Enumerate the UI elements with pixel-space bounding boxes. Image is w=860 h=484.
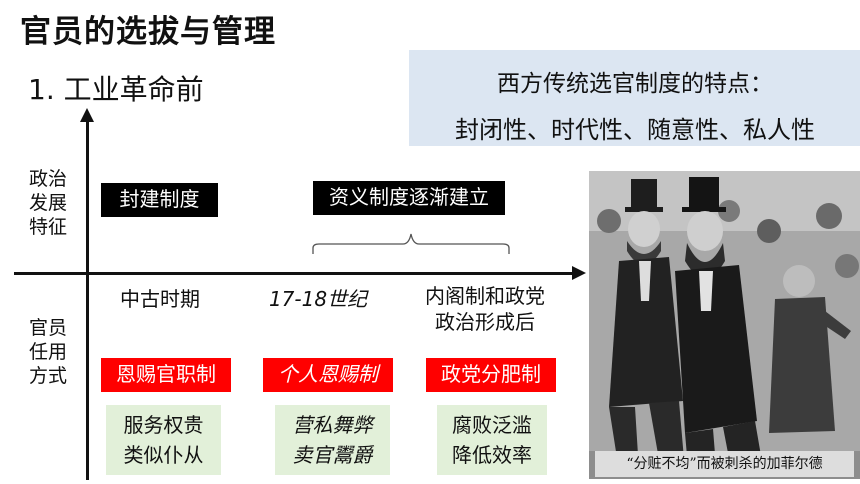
horizontal-axis-arrow-icon [572, 266, 586, 280]
feature-summary-traits: 封闭性、时代性、随意性、私人性 [455, 116, 815, 144]
feature-capitalist-box: 资义制度逐渐建立 [313, 181, 505, 215]
axis-label-political: 政治 发展 特征 [18, 167, 78, 239]
period-line: 内阁制和政党 [425, 284, 545, 308]
effect-line: 服务权贵 [123, 413, 204, 437]
effect-line: 腐败泛滥 [452, 413, 532, 437]
brace-icon [312, 233, 510, 254]
vertical-axis [86, 118, 89, 480]
effect-line: 营私舞弊 [292, 413, 373, 437]
effect-box-1: 服务权贵 类似仆从 [106, 405, 221, 475]
axis-label-line: 发展 [28, 192, 67, 214]
feature-feudal-box: 封建制度 [101, 183, 218, 217]
period-line: 政治形成后 [435, 310, 535, 334]
axis-label-line: 任用 [28, 341, 67, 363]
period-party-politics: 内阁制和政党 政治形成后 [410, 283, 560, 335]
method-patronage-box: 恩赐官职制 [101, 358, 231, 392]
method-personal-favor-box: 个人恩赐制 [263, 358, 393, 392]
garfield-assassination-illustration: “分赃不均”而被刺杀的加菲尔德 [589, 171, 860, 479]
section-subtitle: 1. 工业革命前 [28, 73, 204, 106]
period-17-18-century: 17-18世纪 [268, 287, 368, 311]
illustration-caption: “分赃不均”而被刺杀的加菲尔德 [626, 456, 823, 472]
effect-box-2: 营私舞弊 卖官鬻爵 [275, 405, 390, 475]
effect-line: 卖官鬻爵 [292, 443, 373, 467]
feature-summary-box: 西方传统选官制度的特点： 封闭性、时代性、随意性、私人性 [409, 50, 860, 146]
axis-label-line: 方式 [28, 365, 67, 387]
axis-label-line: 特征 [28, 216, 67, 238]
vertical-axis-arrow-icon [80, 108, 94, 122]
caption-background [595, 451, 854, 477]
method-spoils-system-box: 政党分肥制 [426, 358, 556, 392]
axis-label-method: 官员 任用 方式 [18, 316, 78, 388]
engraving-image [589, 171, 860, 479]
effect-line: 类似仆从 [123, 443, 204, 467]
axis-label-line: 官员 [28, 317, 67, 339]
axis-label-line: 政治 [28, 168, 67, 190]
effect-box-3: 腐败泛滥 降低效率 [437, 405, 547, 475]
horizontal-axis [14, 272, 574, 275]
period-medieval: 中古时期 [120, 287, 200, 311]
page-title: 官员的选拔与管理 [20, 14, 276, 50]
feature-summary-heading: 西方传统选官制度的特点： [497, 71, 773, 97]
effect-line: 降低效率 [452, 443, 532, 467]
